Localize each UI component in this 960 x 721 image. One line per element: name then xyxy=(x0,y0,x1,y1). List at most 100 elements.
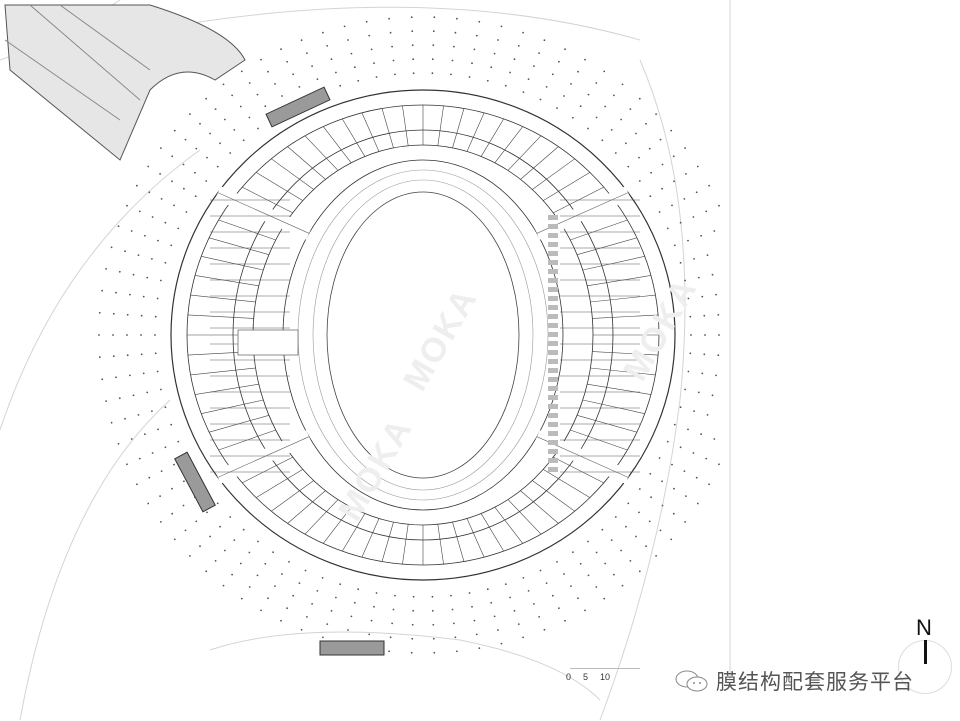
tree-dot xyxy=(696,502,699,505)
tree-dot xyxy=(655,113,657,115)
tree-dot xyxy=(711,273,714,276)
tree-dot xyxy=(490,601,493,604)
tree-dot xyxy=(468,592,471,594)
tree-dot xyxy=(504,84,507,87)
radial-wall xyxy=(587,275,652,287)
road-edge xyxy=(149,6,641,41)
tree-dot xyxy=(486,79,489,82)
tree-dot xyxy=(648,520,651,523)
tree-dot xyxy=(164,406,167,409)
tree-dot xyxy=(517,623,520,625)
tree-dot xyxy=(347,629,349,631)
seat-block xyxy=(548,233,558,238)
tree-dot xyxy=(142,372,145,375)
tree-dot xyxy=(392,608,395,611)
radial-wall xyxy=(576,237,637,255)
tree-dot xyxy=(110,246,113,249)
tree-dot xyxy=(684,147,686,150)
seat-block xyxy=(548,422,558,427)
tree-dot xyxy=(216,502,219,505)
radial-wall xyxy=(271,480,314,512)
tree-dot xyxy=(708,483,710,486)
tree-dot xyxy=(538,52,540,54)
tree-dot xyxy=(558,60,560,63)
tree-dot xyxy=(704,334,706,336)
tree-dot xyxy=(357,79,360,82)
tree-dot xyxy=(316,78,319,80)
tree-dot xyxy=(159,495,162,497)
tree-dot xyxy=(281,95,283,97)
tree-dot xyxy=(672,512,675,515)
tree-dot xyxy=(497,629,499,631)
tree-dot xyxy=(478,647,481,650)
tree-dot xyxy=(638,97,641,100)
radial-wall xyxy=(466,518,485,558)
radial-wall xyxy=(592,314,659,319)
radial-wall xyxy=(532,158,575,190)
radial-wall xyxy=(323,507,352,544)
tree-dot xyxy=(368,34,371,37)
radial-wall xyxy=(592,351,659,356)
tree-dot xyxy=(274,585,276,587)
tree-dot xyxy=(670,129,673,132)
tree-dot xyxy=(264,562,267,565)
tree-dot xyxy=(670,538,673,541)
tree-dot xyxy=(666,440,669,443)
radial-wall xyxy=(582,256,645,271)
tree-dot xyxy=(373,62,375,65)
tree-dot xyxy=(412,595,415,598)
tree-dot xyxy=(391,622,393,625)
tree-dot xyxy=(157,239,159,242)
tree-dot xyxy=(504,583,507,586)
tree-dot xyxy=(142,295,145,298)
tree-dot xyxy=(209,535,212,538)
radial-wall xyxy=(342,513,366,552)
tree-dot xyxy=(509,596,511,599)
radial-wall xyxy=(361,518,380,558)
tree-dot xyxy=(117,225,120,228)
tree-dot xyxy=(570,83,572,85)
tree-dot xyxy=(350,52,353,55)
tree-dot xyxy=(183,480,185,483)
tree-dot xyxy=(194,171,196,174)
tree-dot xyxy=(160,147,162,150)
tree-dot xyxy=(700,234,702,237)
tree-dot xyxy=(456,650,458,653)
tree-dot xyxy=(160,279,162,282)
tree-dot xyxy=(431,609,434,612)
tree-dot xyxy=(224,118,226,121)
tree-dot xyxy=(558,607,560,610)
tree-dot xyxy=(645,122,647,125)
tree-dot xyxy=(306,616,308,618)
entrance-edge xyxy=(217,192,310,234)
tree-dot xyxy=(411,637,414,640)
tree-dot xyxy=(231,573,234,576)
tree-dot xyxy=(264,105,267,108)
radial-wall xyxy=(304,135,339,171)
radial-wall xyxy=(287,490,326,524)
tree-dot xyxy=(551,73,554,76)
tree-dot xyxy=(144,234,146,237)
tree-dot xyxy=(620,549,622,552)
seat-block xyxy=(548,386,558,391)
radial-wall xyxy=(437,105,444,146)
radial-wall xyxy=(323,126,352,163)
tree-dot xyxy=(148,476,151,479)
tree-dot xyxy=(690,334,692,336)
tree-dot xyxy=(126,334,128,336)
radial-wall xyxy=(194,275,259,287)
tree-dot xyxy=(613,94,615,97)
tree-dot xyxy=(184,138,187,141)
tree-dot xyxy=(98,356,101,359)
radial-wall xyxy=(532,480,575,512)
seat-block xyxy=(548,413,558,418)
seat-block xyxy=(548,278,558,283)
tree-dot xyxy=(98,311,101,314)
tree-dot xyxy=(478,20,481,23)
tree-dot xyxy=(159,173,162,175)
tree-dot xyxy=(543,39,546,42)
tree-dot xyxy=(587,574,590,577)
tree-dot xyxy=(635,535,637,538)
tree-dot xyxy=(281,573,283,575)
tree-dot xyxy=(171,155,174,158)
